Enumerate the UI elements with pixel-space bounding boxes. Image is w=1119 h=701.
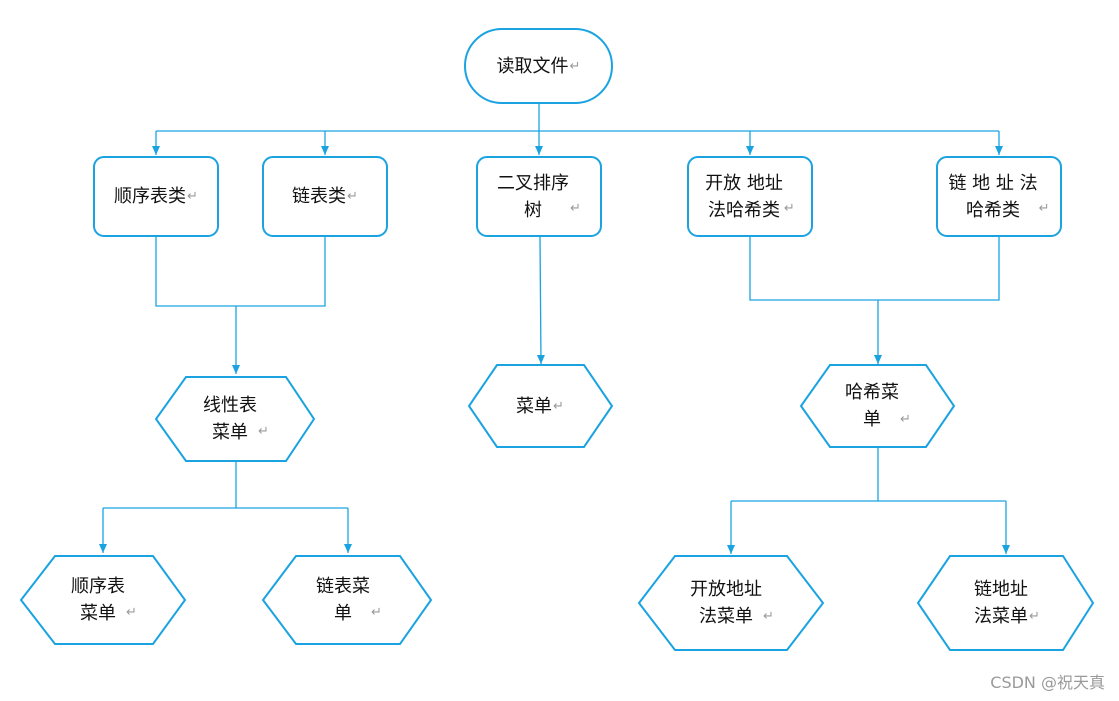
link-menu-label: 链表菜 单↵: [316, 576, 382, 624]
main-menu-label: 菜单↵: [516, 395, 564, 417]
seq-class-label: 顺序表类↵: [114, 186, 198, 207]
seq-menu-node: [19, 555, 187, 645]
watermark: CSDN @祝天真: [990, 673, 1105, 692]
open-addr-class-label: 开放 地址 法哈希类↵: [705, 172, 795, 221]
hash-menu-label: 哈希菜 单↵: [845, 382, 911, 430]
main-menu-node: [467, 364, 614, 448]
seq-class-node: [93, 156, 219, 237]
open-addr-class-node: [687, 156, 813, 237]
start-node: [464, 28, 613, 104]
link-class-node: [262, 156, 388, 237]
connector-merge-hash: [749, 237, 1000, 301]
open-addr-menu-node: [637, 555, 825, 651]
bst-class-node: [476, 156, 602, 237]
linear-menu-node: [154, 376, 316, 462]
bst-class-label: 二叉排序 树↵: [497, 172, 581, 221]
open-addr-menu-label: 开放地址 法菜单↵: [690, 579, 774, 627]
hash-menu-node: [799, 364, 956, 448]
chain-addr-class-node: [936, 156, 1062, 237]
link-menu-node: [261, 555, 433, 645]
arrow-to-main-menu: [536, 236, 545, 365]
chain-addr-menu-node: [916, 555, 1095, 651]
linear-menu-label: 线性表 菜单↵: [203, 395, 269, 443]
chain-addr-menu-label: 链地址 法菜单↵: [974, 579, 1040, 627]
start-label: 读取文件↵: [496, 55, 581, 77]
link-class-label: 链表类↵: [292, 186, 358, 207]
seq-menu-label: 顺序表 菜单↵: [71, 576, 137, 624]
connector-merge-linear: [155, 237, 326, 307]
chain-addr-class-label: 链 地 址 法 哈希类↵: [948, 172, 1050, 221]
